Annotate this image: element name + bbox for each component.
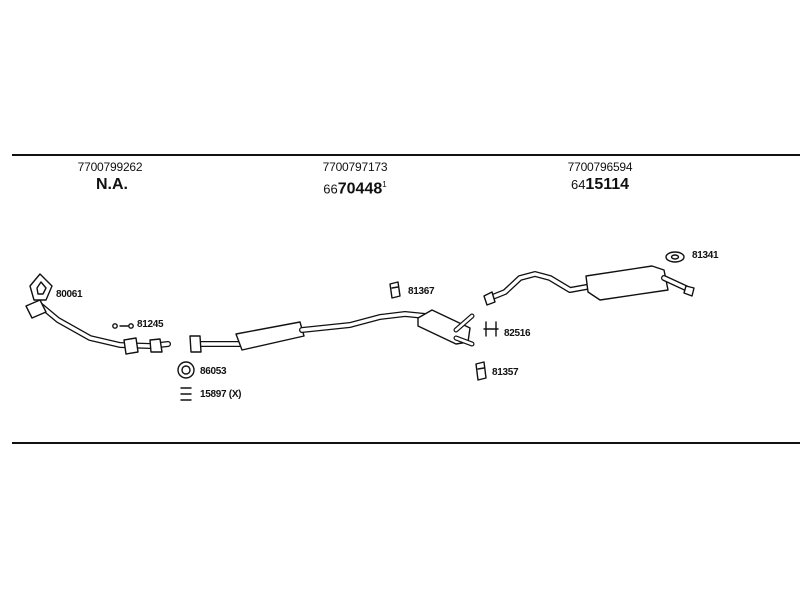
part-number-front-main: N.A. bbox=[96, 176, 128, 193]
oe-number-middle: 7700797173 bbox=[322, 160, 388, 174]
part-number-middle-prefix: 66 bbox=[323, 181, 338, 197]
middle-muffler-section bbox=[189, 309, 475, 353]
oe-number-rear: 7700796594 bbox=[567, 160, 633, 174]
part-number-rear-main: 15114 bbox=[585, 176, 630, 193]
rubber-mount-icon bbox=[665, 251, 685, 263]
part-number-rear-prefix: 64 bbox=[570, 177, 586, 192]
part-number-middle-suffix: 1 bbox=[382, 180, 387, 189]
part-label-86053: 86053 bbox=[200, 366, 227, 377]
bottom-divider bbox=[12, 442, 800, 444]
part-number-front: N.A. bbox=[96, 176, 128, 194]
rubber-mount-icon bbox=[475, 361, 487, 381]
oe-number-front: 7700799262 bbox=[77, 160, 143, 174]
part-label-80061: 80061 bbox=[56, 289, 83, 300]
rubber-mount-icon bbox=[389, 281, 401, 299]
part-number-rear: 6415114 bbox=[571, 176, 629, 194]
top-divider bbox=[12, 154, 800, 156]
part-number-middle: 66704481 bbox=[323, 176, 386, 198]
bolt-kit-icon bbox=[112, 323, 134, 329]
part-label-82516: 82516 bbox=[504, 328, 531, 339]
gasket-ring-icon bbox=[177, 361, 195, 379]
part-label-81341: 81341 bbox=[692, 250, 719, 261]
clamp-icon bbox=[483, 321, 499, 337]
front-pipe bbox=[25, 299, 171, 355]
bolt-set-icon bbox=[180, 387, 192, 401]
part-number-middle-main: 70448 bbox=[337, 180, 383, 198]
part-label-15897: 15897 (X) bbox=[200, 389, 242, 400]
gasket-icon bbox=[29, 273, 53, 301]
part-label-81367: 81367 bbox=[408, 286, 435, 297]
part-label-81357: 81357 bbox=[492, 367, 519, 378]
rear-muffler-section bbox=[483, 265, 695, 306]
part-label-81245: 81245 bbox=[137, 319, 164, 330]
